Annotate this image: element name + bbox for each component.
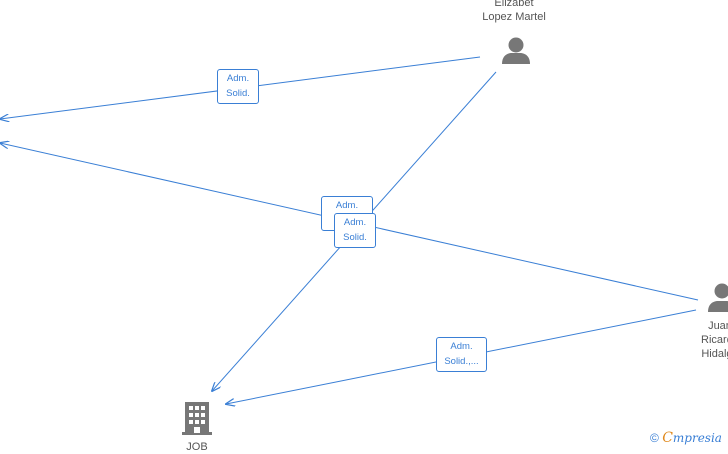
edge-label[interactable]: Adm. Solid. bbox=[334, 213, 376, 248]
node-label-elizabet[interactable]: Elizabet Lopez Martel bbox=[468, 0, 560, 24]
node-name-line: Juan bbox=[690, 319, 728, 333]
node-name-line: Ricardo bbox=[690, 333, 728, 347]
brand-name: mpresia bbox=[673, 431, 722, 445]
building-icon[interactable] bbox=[182, 402, 212, 435]
node-name-line: Hidalgo bbox=[690, 347, 728, 361]
node-name-line: JOB bbox=[170, 440, 224, 454]
node-label-job[interactable]: JOB bbox=[170, 440, 224, 454]
person-icon[interactable] bbox=[502, 38, 530, 65]
person-icon[interactable] bbox=[708, 284, 728, 313]
node-label-juan[interactable]: Juan Ricardo Hidalgo bbox=[690, 319, 728, 361]
brand-initial: C bbox=[662, 430, 673, 446]
copyright-icon: © bbox=[650, 431, 659, 445]
node-name-line: Elizabet bbox=[468, 0, 560, 10]
edge-label[interactable]: Adm. Solid. bbox=[217, 69, 259, 104]
edge-label-line: Solid. bbox=[222, 86, 254, 101]
brand-watermark: © Cmpresia bbox=[650, 430, 722, 446]
edge-label-line: Solid. bbox=[339, 230, 371, 245]
node-name-line: Lopez Martel bbox=[468, 10, 560, 24]
edge-label-line: Solid.,... bbox=[441, 354, 482, 369]
edge-label-line: Adm. bbox=[222, 71, 254, 86]
edge-label-line: Adm. bbox=[326, 198, 368, 213]
edge-label-line: Adm. bbox=[339, 215, 371, 230]
edge-label-line: Adm. bbox=[441, 339, 482, 354]
edge-label[interactable]: Adm. Solid.,... bbox=[436, 337, 487, 372]
